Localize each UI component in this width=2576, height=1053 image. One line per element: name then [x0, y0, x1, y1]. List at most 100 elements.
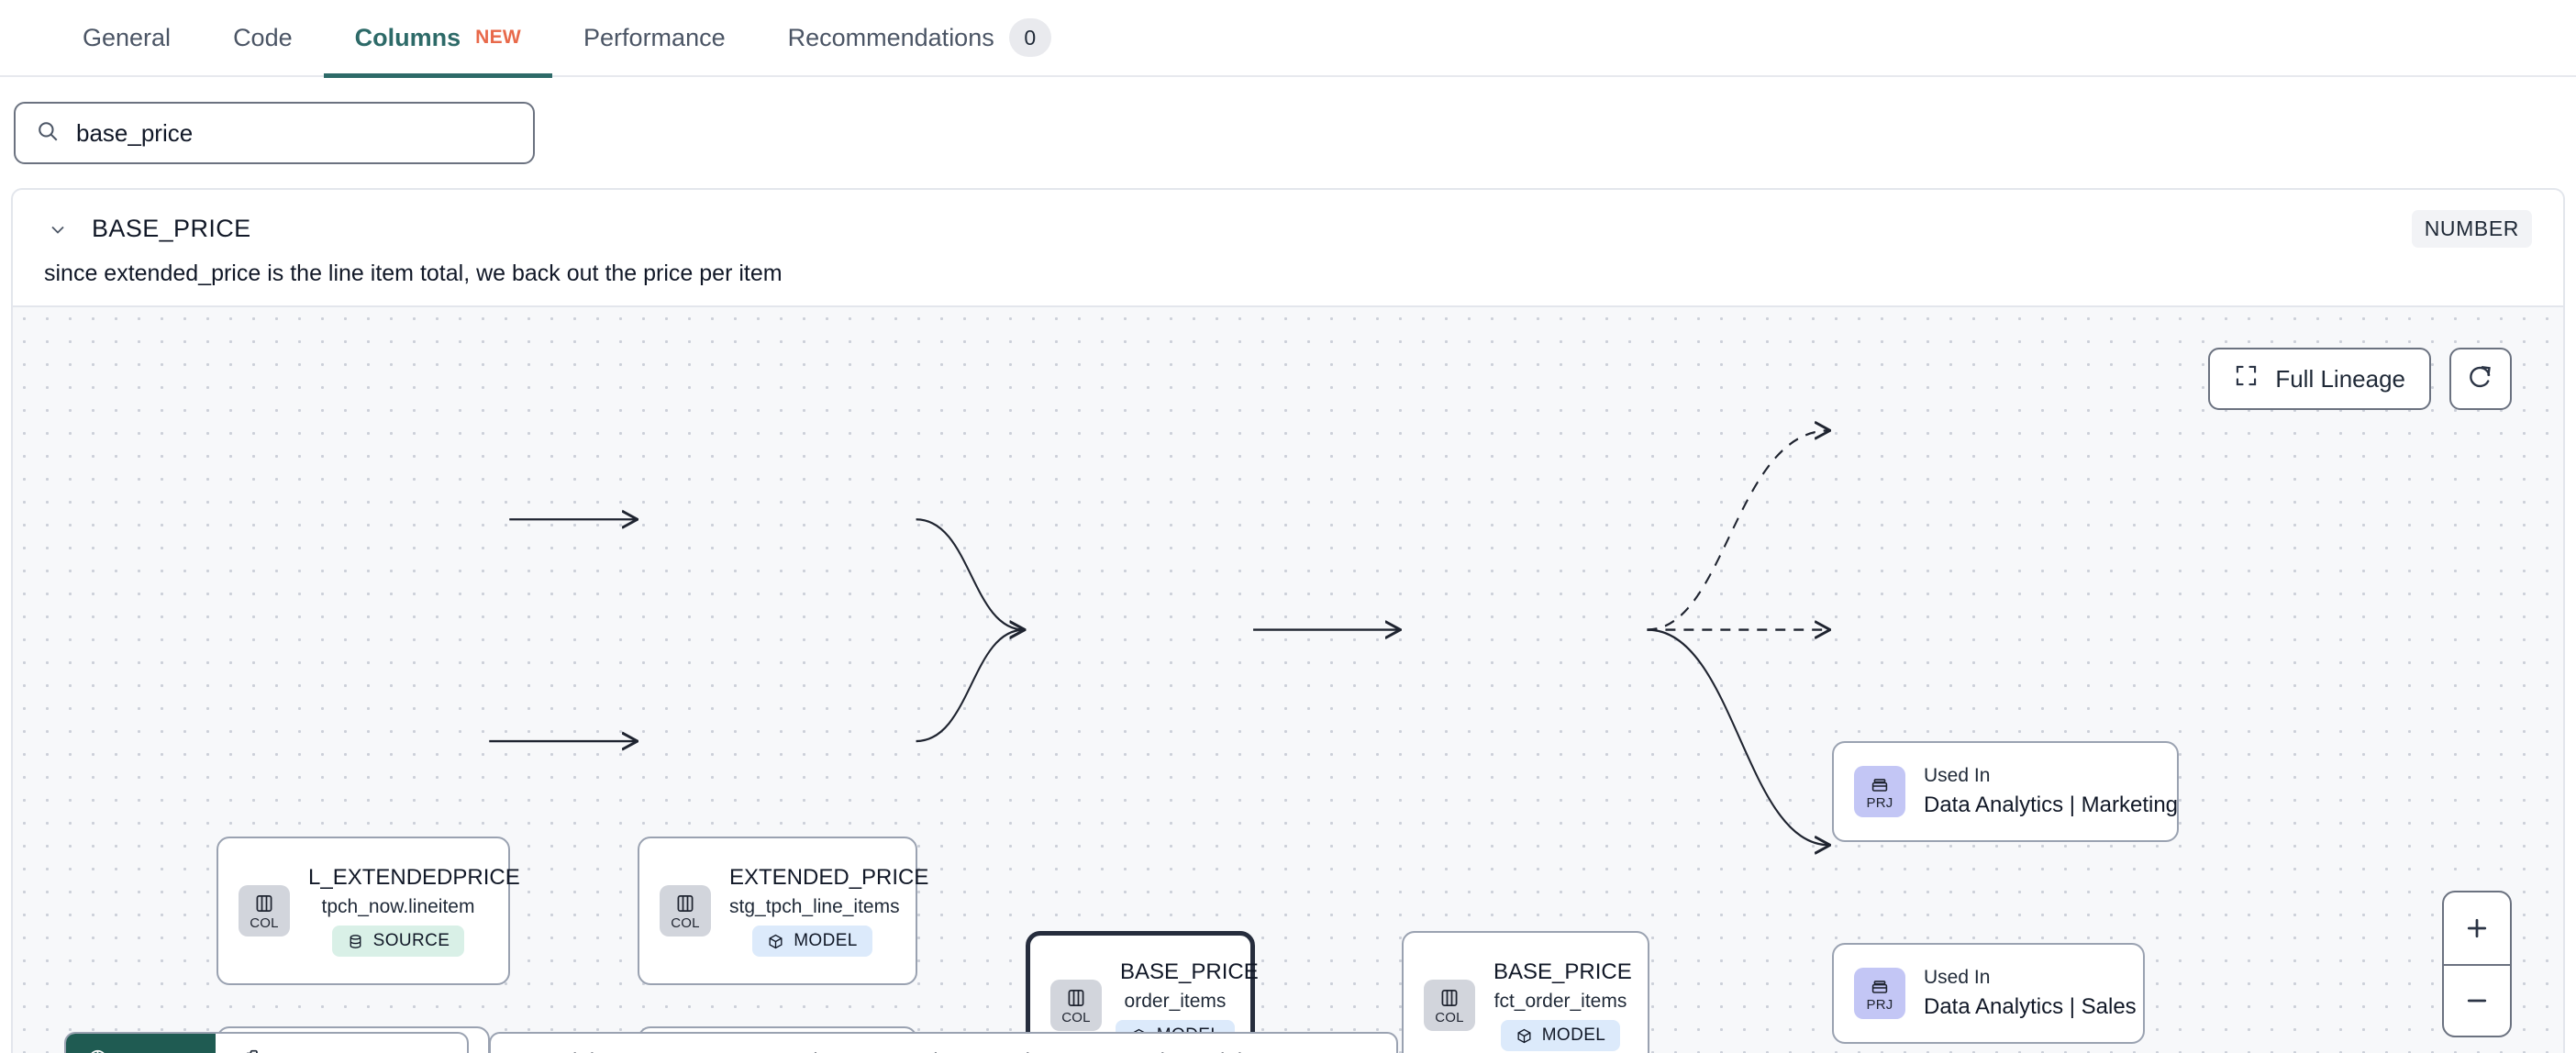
legend-item-snapshot: Snapshot — [725, 1049, 843, 1053]
legend-label: Metric — [982, 1049, 1041, 1053]
search-area — [0, 77, 2576, 164]
canvas-top-controls: Full Lineage — [2208, 348, 2512, 410]
refresh-icon — [2467, 363, 2494, 395]
tab-general[interactable]: General — [51, 0, 202, 76]
lineage-node-extended-price[interactable]: COL EXTENDED_PRICE stg_tpch_line_items M… — [638, 837, 929, 985]
column-icon — [677, 895, 694, 912]
node-name: Data Analytics | Marketing — [1924, 793, 2179, 817]
zoom-controls — [2442, 891, 2512, 1037]
relationships-dropdown[interactable]: Relationships — [216, 1034, 467, 1053]
fullscreen-icon — [2234, 363, 2259, 394]
project-box-icon — [1871, 981, 1888, 993]
full-lineage-label: Full Lineage — [2275, 364, 2405, 393]
prj-type-badge: PRJ — [1854, 766, 1905, 817]
col-type-badge: COL — [1424, 980, 1475, 1031]
relationships-icon — [236, 1047, 260, 1053]
node-name: Data Analytics | Sales — [1924, 994, 2137, 1019]
column-header[interactable]: BASE_PRICE NUMBER — [13, 190, 2563, 248]
tab-label: Performance — [583, 23, 726, 51]
legend-label: Semantic Model — [1084, 1049, 1242, 1053]
legend-label: Seed — [887, 1049, 938, 1053]
lenses-button[interactable]: Lenses — [66, 1034, 216, 1053]
tab-label: Code — [233, 23, 293, 51]
chevron-down-icon — [425, 1048, 447, 1053]
legend-label: Snapshot — [750, 1049, 843, 1053]
lineage-node-prj-sales[interactable]: PRJ Used In Data Analytics | Sales — [1832, 943, 2145, 1044]
legend-item-model: Model — [509, 1049, 594, 1053]
zoom-in-button[interactable] — [2444, 892, 2510, 964]
tab-new-badge: NEW — [475, 27, 522, 48]
canvas-bottom-bar: Lenses Relationships — [64, 1032, 1399, 1053]
cube-icon — [769, 934, 783, 948]
legend-label: Model — [535, 1049, 594, 1053]
badge-label: COL — [250, 915, 279, 931]
lineage-canvas[interactable]: COL L_EXTENDEDPRICE tpch_now.lineitem SO… — [13, 305, 2563, 1053]
tab-performance[interactable]: Performance — [552, 0, 757, 76]
lenses-label: Lenses — [121, 1049, 195, 1053]
search-input[interactable] — [76, 118, 513, 148]
legend-item-source: Source — [612, 1049, 707, 1053]
column-name: BASE_PRICE — [92, 215, 251, 242]
node-subtitle: order_items — [1124, 991, 1227, 1012]
legend-label: Exposure — [1285, 1049, 1378, 1053]
legend-item-metric: Metric — [956, 1049, 1041, 1053]
column-description: since extended_price is the line item to… — [44, 260, 783, 286]
relationships-label: Relationships — [273, 1049, 411, 1053]
cube-icon — [1517, 1028, 1531, 1043]
badge-label: COL — [1435, 1010, 1464, 1025]
node-subtitle: stg_tpch_line_items — [729, 896, 900, 917]
recommendations-count-badge: 0 — [1008, 18, 1051, 57]
badge-label: COL — [1061, 1010, 1091, 1025]
tab-label: Columns — [354, 23, 461, 51]
node-tag-label: MODEL — [1541, 1025, 1606, 1045]
tab-columns[interactable]: Columns NEW — [323, 0, 553, 78]
node-subtitle: fct_order_items — [1493, 991, 1627, 1012]
lineage-edges — [489, 307, 2563, 1053]
node-tag-model: MODEL — [752, 926, 872, 957]
lineage-legend: Model Source Snapshot Seed Metric — [488, 1032, 1399, 1053]
lineage-node-base-price-fct-order-items[interactable]: COL BASE_PRICE fct_order_items MODEL — [1402, 931, 1649, 1053]
chevron-down-icon[interactable] — [44, 216, 72, 243]
column-icon — [1441, 990, 1458, 1006]
project-box-icon — [1871, 779, 1888, 792]
tab-bar: General Code Columns NEW Performance Rec… — [0, 0, 2576, 78]
database-icon — [350, 934, 361, 948]
col-type-badge: COL — [239, 885, 290, 937]
tab-code[interactable]: Code — [202, 0, 324, 76]
node-tag-label: MODEL — [794, 931, 858, 950]
node-name: L_EXTENDEDPRICE — [308, 865, 520, 890]
node-subtitle: tpch_now.lineitem — [321, 896, 475, 917]
node-used-in-label: Used In — [1924, 967, 1991, 988]
lineage-node-l-extendedprice[interactable]: COL L_EXTENDEDPRICE tpch_now.lineitem SO… — [217, 837, 520, 985]
column-icon — [256, 895, 272, 912]
col-type-badge: COL — [660, 885, 711, 937]
refresh-button[interactable] — [2449, 348, 2512, 410]
column-type-badge: NUMBER — [2411, 210, 2532, 248]
legend-label: Source — [638, 1049, 707, 1053]
lenses-group: Lenses Relationships — [64, 1032, 469, 1053]
tab-recommendations[interactable]: Recommendations 0 — [757, 0, 1083, 76]
legend-item-seed: Seed — [861, 1049, 938, 1053]
node-used-in-label: Used In — [1924, 765, 1991, 786]
node-tag-label: SOURCE — [372, 931, 450, 950]
aperture-icon — [86, 1047, 109, 1053]
full-lineage-button[interactable]: Full Lineage — [2208, 348, 2431, 410]
node-tag-model: MODEL — [1500, 1020, 1621, 1051]
lineage-node-prj-marketing[interactable]: PRJ Used In Data Analytics | Marketing — [1832, 741, 2179, 842]
tab-label: General — [83, 23, 172, 51]
node-tag-source: SOURCE — [331, 926, 465, 957]
search-box[interactable] — [14, 102, 535, 164]
node-name: EXTENDED_PRICE — [729, 865, 929, 890]
legend-item-semantic-model: Semantic Model — [1059, 1049, 1242, 1053]
search-icon — [36, 119, 60, 148]
node-name: BASE_PRICE — [1120, 959, 1259, 984]
badge-label: PRJ — [1866, 997, 1893, 1013]
column-icon — [1068, 990, 1084, 1006]
badge-label: PRJ — [1866, 795, 1893, 811]
column-panel: BASE_PRICE NUMBER since extended_price i… — [11, 188, 2565, 1053]
col-type-badge: COL — [1050, 980, 1102, 1031]
node-name: BASE_PRICE — [1493, 959, 1632, 984]
zoom-out-button[interactable] — [2444, 964, 2510, 1036]
legend-item-exposure: Exposure — [1260, 1049, 1378, 1053]
tab-label: Recommendations — [787, 23, 994, 51]
